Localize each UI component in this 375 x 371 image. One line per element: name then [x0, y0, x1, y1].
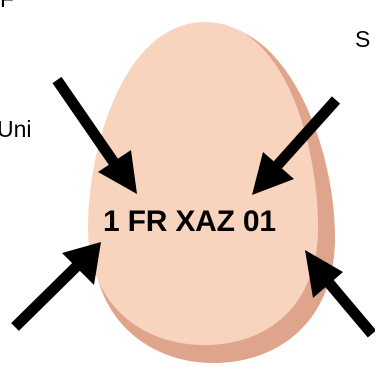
label-top-right: S — [355, 26, 371, 52]
label-top-left: F — [0, 0, 14, 13]
egg-shell — [88, 22, 318, 345]
arrow-top-left-icon — [52, 76, 137, 194]
arrow-bottom-right-icon — [305, 250, 375, 338]
egg-code-stamp: 1 FR XAZ 01 — [103, 205, 276, 238]
arrow-top-right-icon — [252, 96, 341, 195]
label-left: Uni — [0, 116, 32, 142]
arrow-bottom-left-icon — [11, 242, 101, 331]
